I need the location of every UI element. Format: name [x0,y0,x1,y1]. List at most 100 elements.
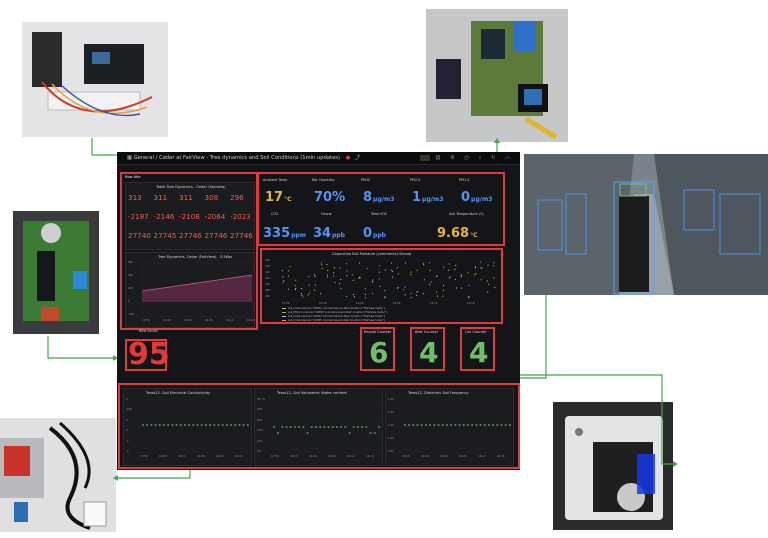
teros-point [365,426,368,428]
teros-panel-title[interactable]: Teros12- Dielectric Soil Frequency [408,391,469,395]
zoom-icon[interactable]: ⌕ [478,155,486,161]
tree-sensor-board-photo [22,22,168,137]
teros-point [500,424,503,426]
ambient-stat-label[interactable]: PM10 [361,178,371,182]
teros-panel-title[interactable]: Teros12- Soil Electrical Conductivity [146,391,211,395]
teros-x-tick: 16:16 [497,455,505,458]
soil-moisture-point [486,280,488,282]
tree-table-cell: 311 [179,193,193,202]
bird-count-label[interactable]: Bird count [139,329,158,333]
soil-moisture-point [416,294,418,296]
bike-counter-label[interactable]: Bike Counter [415,330,439,334]
street-camera-drawing [524,154,768,295]
soil-moisture-title[interactable]: Capacitive Soil Moisture (comments) Sens… [332,252,412,256]
soil-moisture-point [436,291,438,293]
teros-point [163,424,165,426]
teros-x-tick: 15:56 [140,455,148,458]
teros-panel-title[interactable]: Teros12- Soil Volumetric Water content [277,391,347,395]
teros-point [188,424,190,426]
soil-moisture-point [391,269,393,271]
ambient-stat-label[interactable]: CO2 [271,212,279,216]
tree-graph-area [142,275,252,302]
ambient-stat-label[interactable]: Soil Temperature (C) [449,212,484,216]
soil-moisture-point [468,284,470,286]
save-icon[interactable]: ▤ [435,155,445,161]
teros-point [352,426,355,428]
teros-x-tick: 16:16 [366,455,374,458]
ambient-stat-label[interactable]: PM2.5 [410,178,421,182]
soil-moisture-point [282,281,284,283]
time-picker-icon[interactable]: ◷ [464,155,473,161]
teros-point [471,424,473,426]
teros-point [184,424,186,426]
soil-moisture-point [436,295,438,297]
grid-icon[interactable]: ▦ [127,155,132,161]
soil-moisture-plot [281,261,496,299]
teros-point [420,424,423,426]
soil-moisture-point [302,296,304,298]
arrow-tree-board [91,138,118,156]
ambient-stat-label[interactable]: Ozone [321,212,332,216]
soil-moisture-legend-item[interactable]: soil_moist{device="CDP05 commercial-soil… [282,319,385,322]
soil-moisture-point [289,266,291,268]
teros-point [221,424,224,426]
ambient-stat-label[interactable]: Rel. Humidity [312,178,335,182]
soil-moisture-point [301,288,303,290]
soil-moisture-point [467,272,469,274]
soil-moisture-point [493,277,495,279]
breadcrumb-root[interactable]: General [133,155,155,161]
soil-moisture-legend-item[interactable]: soil_lift{icon device="CDP03 commercial-… [282,311,388,314]
soil-moisture-point [442,295,444,297]
soil-moisture-legend-item[interactable]: soil_moist{device="CDP02 commercial-soil… [282,307,385,310]
soil-moisture-y-tick: 406 [265,295,270,298]
soil-moisture-point [308,292,311,294]
share-icon[interactable]: ⤴ [354,155,361,161]
ambient-stat-number: 8 [363,190,373,205]
ambient-stat-number: 70% [314,190,346,205]
teros-sensor-kit-drawing [0,418,116,532]
add-panel-icon[interactable] [419,154,430,161]
soil-moisture-point [391,262,393,264]
teros-point [492,424,494,426]
car-bike-sensor-box-drawing [553,402,673,530]
refresh-icon[interactable]: ↻ [491,155,500,161]
bird-sensor-photo [13,211,99,334]
soil-moisture-point [423,279,425,281]
soil-moisture-point [474,266,476,269]
soil-moisture-point [416,269,418,271]
teros-point [404,424,406,426]
soil-moisture-point [346,270,348,272]
teros-point [205,424,207,426]
teros-point [217,424,220,426]
tree-graph-y-tick: 200 [128,274,133,277]
tree-table-cell: -2146 [153,212,175,221]
soil-moisture-point [410,297,412,299]
ambient-stat-label[interactable]: Ambient Temp [263,178,288,182]
favorite-icon[interactable]: ● [345,155,351,161]
tree-table-title[interactable]: Table Tree Dynamics - Cedar (Fairview) [156,185,226,189]
dashboard-title[interactable]: Cedar at FairView - Tree dynamics and So… [159,155,341,161]
teros-sensor-kit-photo [0,418,116,532]
people-counter-label[interactable]: People Counter [364,330,392,334]
bike-counter-value: 4 [419,336,439,369]
tv-mode-icon[interactable]: ▭ [505,155,514,161]
soil-moisture-legend-item[interactable]: soil_moist{device="CDP04 commercial-soil… [282,315,385,318]
row-title[interactable]: Row title [125,175,141,179]
teros-y-tick: -2 [126,439,129,443]
settings-icon[interactable]: ⚙ [450,155,459,161]
teros-point [192,424,195,426]
tree-table-cell: 27746 [204,231,228,240]
teros-point [302,426,305,428]
ambient-stat-number: 0 [461,190,471,205]
soil-moisture-board-drawing [426,9,568,142]
teros-point [323,426,326,428]
ambient-stat-label[interactable]: PM1.0 [459,178,470,182]
car-counter-label[interactable]: Car Counter [465,330,487,334]
tree-graph-title[interactable]: Tree Dynamics- Cedar (FairView) - 5.9Kbs [158,255,233,259]
teros-y-tick: 1.00 [388,437,394,440]
soil-moisture-point [428,262,430,264]
ambient-stat-label[interactable]: Total VOC [371,212,388,216]
ambient-stat-unit: °C [284,196,292,203]
teros-point [200,424,203,426]
soil-moisture-point [493,262,495,264]
